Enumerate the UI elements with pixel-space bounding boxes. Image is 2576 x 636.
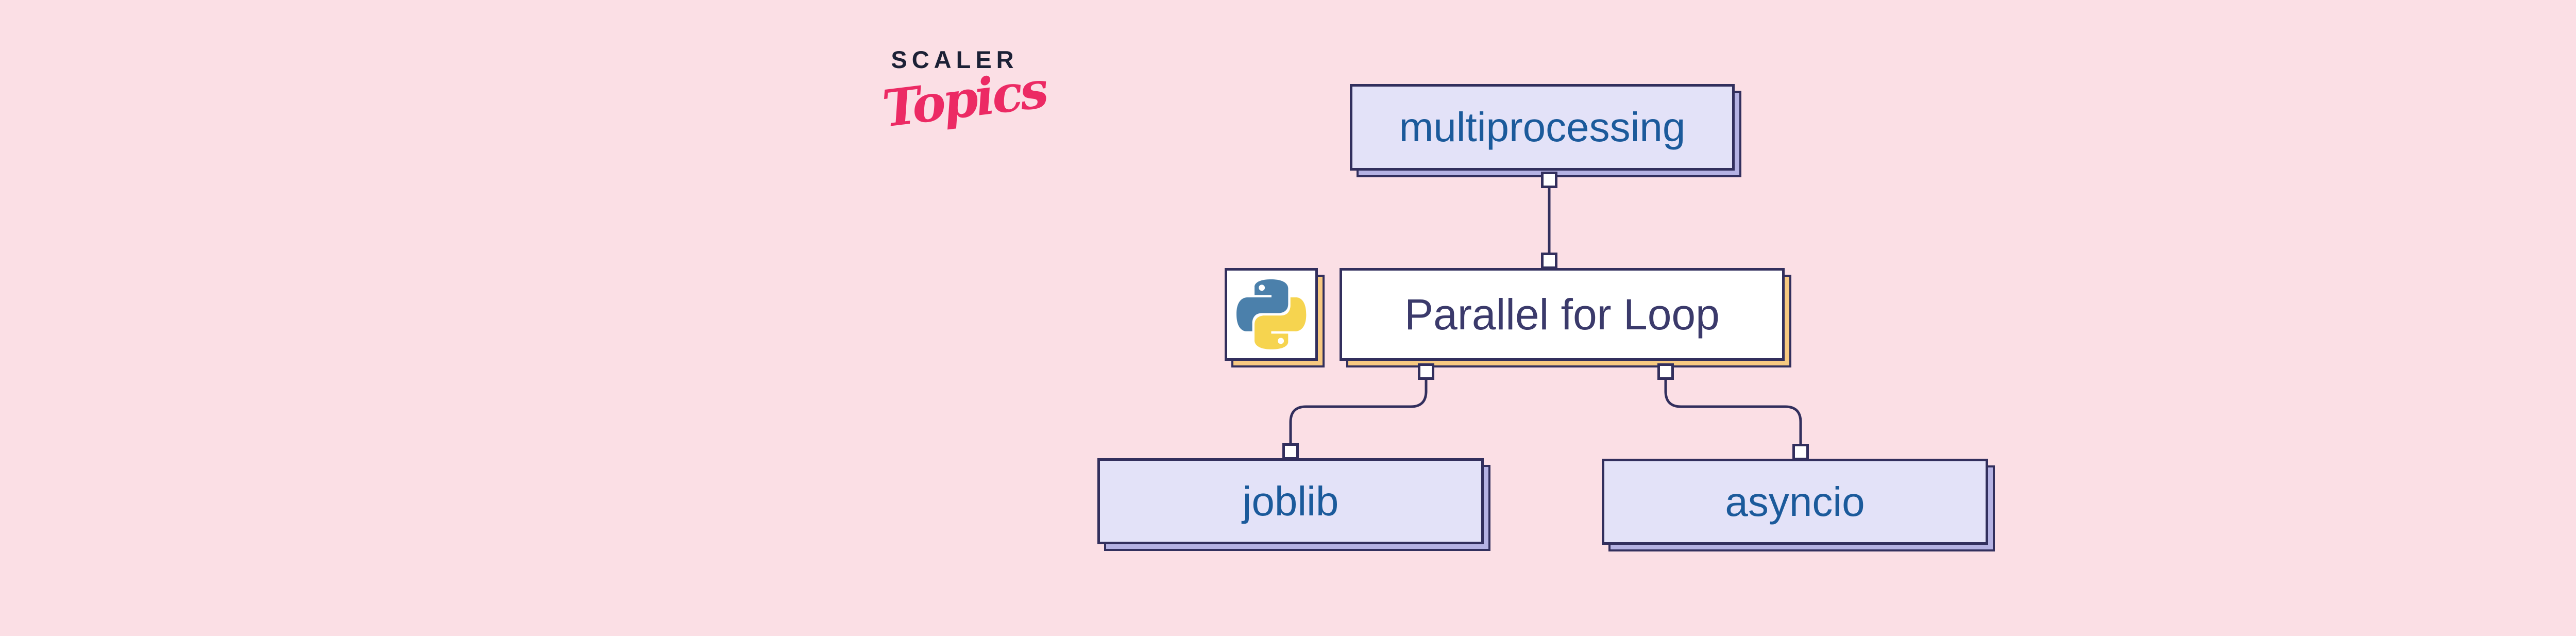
node-python-badge [1225, 268, 1318, 361]
port-joblib-top [1282, 443, 1299, 460]
logo-brand-text: SCALER [891, 46, 1019, 73]
node-label: multiprocessing [1399, 104, 1686, 150]
port-multiprocessing-bottom [1541, 172, 1557, 188]
port-parallel-bottom-left [1418, 363, 1434, 380]
scaler-topics-logo: SCALER Topics [879, 46, 1049, 139]
node-label: Parallel for Loop [1404, 290, 1720, 339]
node-multiprocessing: multiprocessing [1350, 84, 1735, 171]
edge-parallel-to-asyncio [1664, 377, 1802, 446]
python-icon [1236, 279, 1306, 349]
port-asyncio-top [1792, 444, 1809, 460]
node-label: asyncio [1725, 478, 1865, 525]
node-parallel-for-loop: Parallel for Loop [1340, 268, 1785, 361]
node-joblib: joblib [1097, 458, 1484, 544]
edge-parallel-to-joblib [1289, 377, 1428, 446]
node-label: joblib [1242, 478, 1339, 524]
port-parallel-bottom-right [1657, 363, 1674, 380]
port-parallel-top [1541, 253, 1557, 269]
